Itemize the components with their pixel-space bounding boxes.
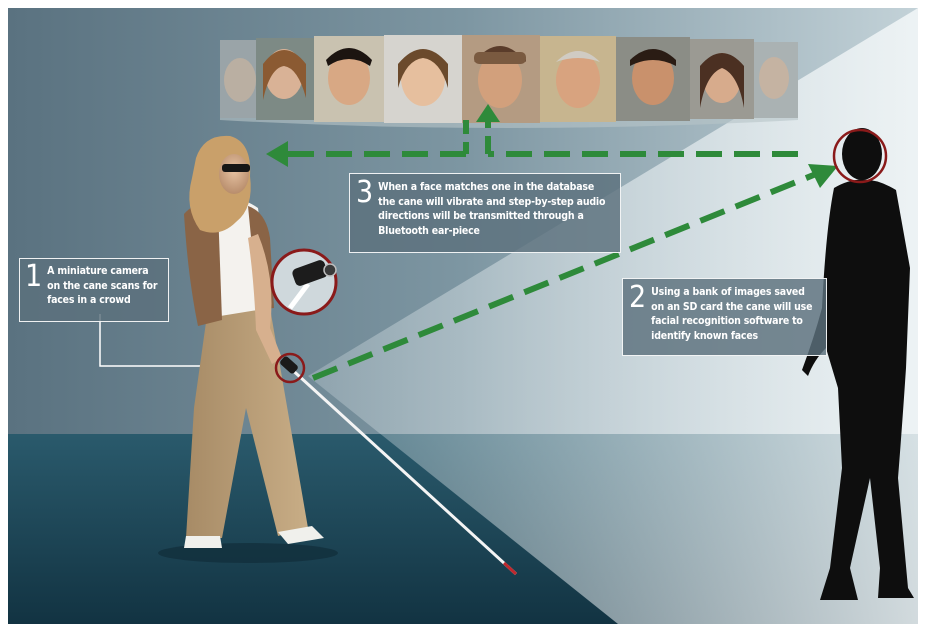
callout-number: 2 [629,280,647,315]
arrow-person-to-face [476,104,798,157]
callout-text: Using a bank of images saved on an SD ca… [651,286,813,342]
cane [280,356,518,576]
infographic: 1 A miniature camera on the cane scans f… [8,8,918,624]
callout-number: 1 [25,259,43,294]
face-thumbnail [256,38,314,120]
face-thumbnail [314,36,384,122]
woman-figure [158,135,338,563]
callout-facial-recognition: 2 Using a bank of images saved on an SD … [622,278,827,356]
arrow-face-to-user [266,120,469,167]
face-thumbnail [384,35,462,123]
callout-text: When a face matches one in the database … [378,181,606,237]
face-thumbnail [616,37,690,121]
scan-beam [308,8,918,624]
scene-illustration [8,8,918,624]
callout-match-feedback: 3 When a face matches one in the databas… [349,173,621,253]
camera-closeup [270,248,338,316]
arrow-camera-to-person [311,164,838,381]
silhouette-man [802,128,914,600]
callout-number: 3 [356,175,374,210]
face-thumbnail [462,35,540,123]
face-strip [220,35,798,128]
face-thumbnail [540,36,616,122]
face-thumbnail [220,40,256,118]
callout-camera-scan: 1 A miniature camera on the cane scans f… [19,258,169,322]
callout-text: A miniature camera on the cane scans for… [47,265,158,306]
face-thumbnail [754,42,798,118]
cane-camera-highlight [274,352,306,384]
face-thumbnail [690,39,754,119]
face-highlight [832,128,888,184]
